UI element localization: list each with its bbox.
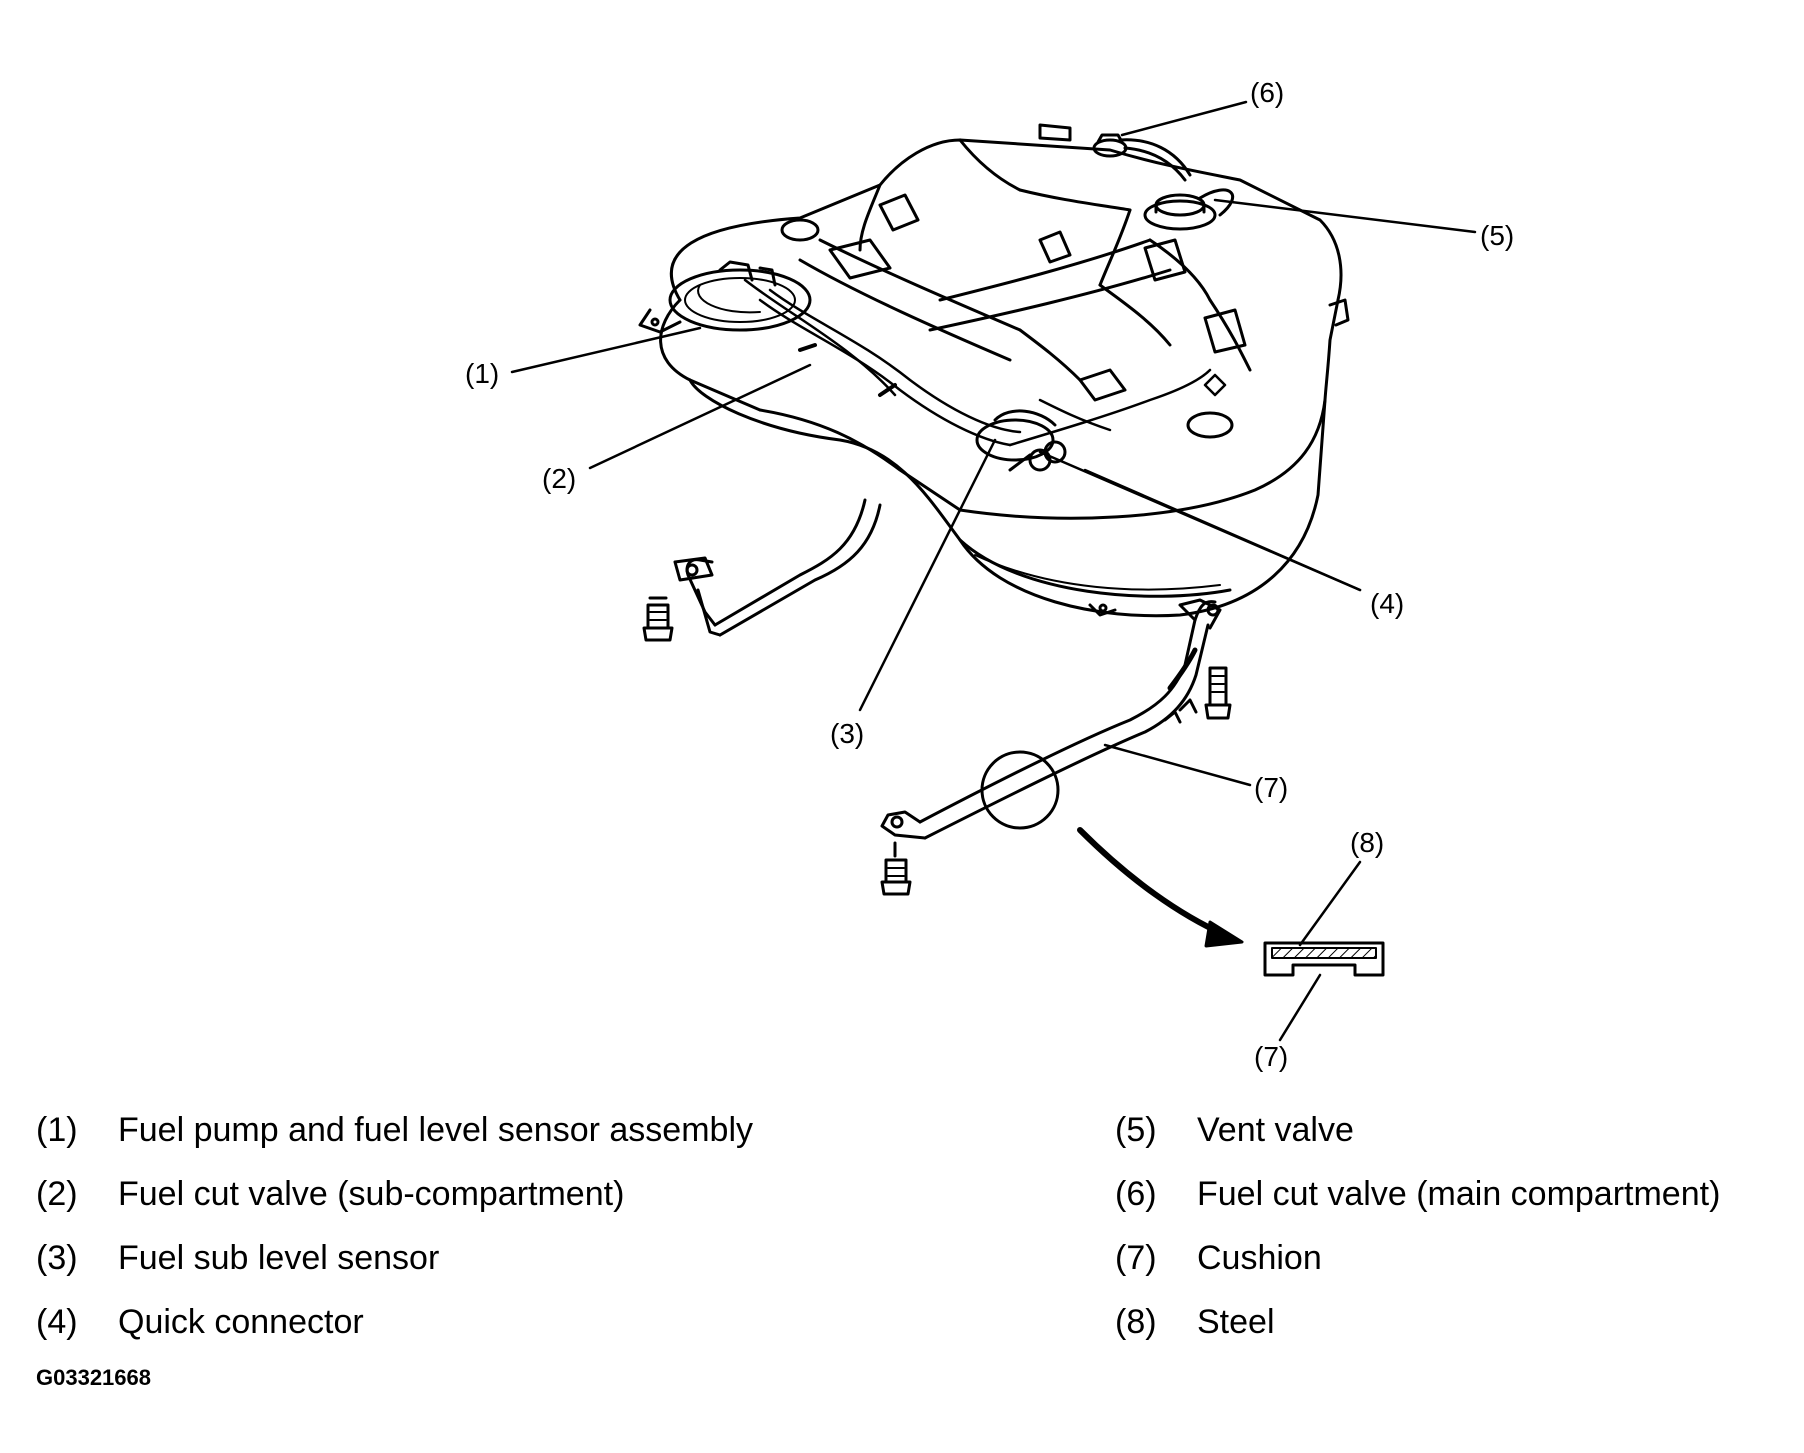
quick-connectors [1008, 440, 1067, 472]
leader-lines [510, 100, 1477, 1042]
fuel-pump-assembly [668, 260, 812, 332]
legend-text: Fuel sub level sensor [118, 1239, 440, 1277]
cushion-cross-section [1077, 827, 1385, 977]
callout-6: (6) [1250, 77, 1284, 108]
callout-3: (3) [830, 718, 864, 749]
legend-text: Fuel pump and fuel level sensor assembly [118, 1111, 753, 1149]
fuel-cut-valve-main [1092, 133, 1192, 182]
callout-4: (4) [1370, 588, 1404, 619]
callout-7-section: (7) [1254, 1041, 1288, 1072]
legend-number: (5) [1115, 1111, 1157, 1149]
tank-strap-right [880, 598, 1232, 896]
legend-number: (4) [36, 1303, 78, 1341]
legend-number: (3) [36, 1239, 78, 1277]
callout-7-strap: (7) [1254, 772, 1288, 803]
legend-number: (7) [1115, 1239, 1157, 1277]
legend-text: Vent valve [1197, 1111, 1354, 1149]
legend-number: (1) [36, 1111, 78, 1149]
figure-code: G03321668 [36, 1365, 151, 1390]
callout-8: (8) [1350, 827, 1384, 858]
legend-text: Fuel cut valve (sub-compartment) [118, 1175, 625, 1213]
vent-valve [1143, 188, 1234, 231]
callout-2: (2) [542, 463, 576, 494]
legend-text: Cushion [1197, 1239, 1322, 1277]
legend-number: (8) [1115, 1303, 1157, 1341]
callout-1: (1) [465, 358, 499, 389]
fuel-sub-level-sensor [975, 409, 1057, 462]
legend-text: Fuel cut valve (main compartment) [1197, 1175, 1721, 1213]
fuel-tank [638, 123, 1350, 618]
legend-number: (6) [1115, 1175, 1157, 1213]
callout-5: (5) [1480, 220, 1514, 251]
fuel-hoses [743, 278, 1227, 447]
tank-strap-left [642, 498, 882, 642]
legend-text: Quick connector [118, 1303, 364, 1341]
legend-number: (2) [36, 1175, 78, 1213]
legend-text: Steel [1197, 1303, 1275, 1341]
